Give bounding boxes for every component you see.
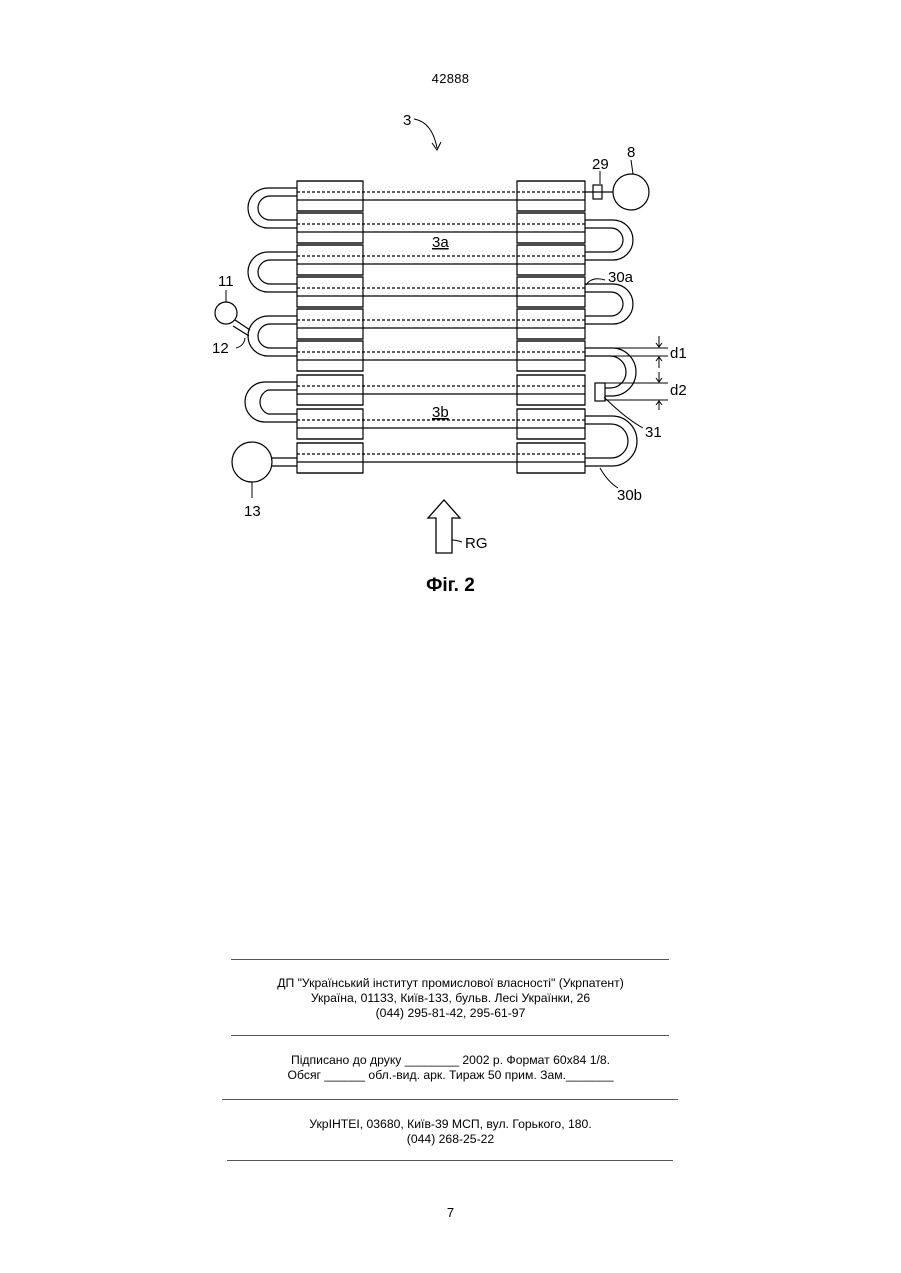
tube-left-7	[297, 375, 363, 405]
label-12: 12	[212, 340, 229, 357]
dim-d2	[605, 372, 668, 410]
leader-RG	[452, 540, 462, 542]
label-8: 8	[627, 144, 635, 161]
tube-right-1	[517, 181, 585, 211]
tube-left-5	[297, 309, 363, 339]
label-30a: 30a	[608, 269, 634, 286]
bend-left-3	[248, 316, 297, 356]
publisher-name: ДП "Український інститут промислової вла…	[0, 976, 901, 991]
print-signed-line: Підписано до друку ________ 2002 р. Форм…	[0, 1053, 901, 1068]
label-d2: d2	[670, 382, 687, 399]
separator-line	[231, 959, 669, 960]
tube-right-8	[517, 409, 585, 439]
bend-transition	[585, 348, 636, 396]
header-11	[215, 302, 237, 324]
bend-right-1	[585, 220, 633, 260]
header-8	[613, 174, 649, 210]
label-RG: RG	[465, 535, 488, 552]
separator-line	[222, 1099, 678, 1100]
leader-30b	[600, 468, 618, 488]
leader-3	[414, 119, 437, 148]
tube-right-7	[517, 375, 585, 405]
page-number: 7	[0, 1205, 901, 1220]
print-info-block: Підписано до друку ________ 2002 р. Форм…	[0, 1053, 901, 1083]
tube-right-3	[517, 245, 585, 275]
bend-right-3	[585, 416, 637, 466]
leader-12	[236, 338, 245, 348]
figure-caption: Фіг. 2	[0, 575, 901, 597]
tube-left-1	[297, 181, 363, 211]
bend-left-2	[248, 252, 297, 292]
label-3b: 3b	[432, 404, 449, 421]
tube-left-9	[297, 443, 363, 473]
tube-right-6	[517, 341, 585, 371]
leader-8	[631, 160, 633, 174]
bend-left-1	[248, 188, 297, 228]
printer-phone: (044) 268-25-22	[0, 1132, 901, 1147]
tube-right-5	[517, 309, 585, 339]
label-29: 29	[592, 156, 609, 173]
printer-address: УкрІНТЕІ, 03680, Київ-39 МСП, вул. Горьк…	[0, 1117, 901, 1132]
tube-left-2	[297, 213, 363, 243]
bend-left-4	[245, 382, 297, 422]
tube-right-9	[517, 443, 585, 473]
rg-arrow	[428, 500, 460, 553]
label-d1: d1	[670, 345, 687, 362]
heat-exchanger-figure: 3 8 29 3a 30a 11 12 d1 d2 3b 31 13 30b R…	[0, 0, 901, 560]
publisher-address: Україна, 01133, Київ-133, бульв. Лесі Ук…	[0, 991, 901, 1006]
publisher-block: ДП "Український інститут промислової вла…	[0, 976, 901, 1021]
header-13-pipe	[272, 458, 297, 466]
tube-rows	[297, 181, 585, 473]
label-3: 3	[403, 112, 411, 129]
label-3a: 3a	[432, 234, 449, 251]
label-31: 31	[645, 424, 662, 441]
tube-left-3	[297, 245, 363, 275]
printer-block: УкрІНТЕІ, 03680, Київ-39 МСП, вул. Горьк…	[0, 1117, 901, 1147]
header-13	[232, 442, 272, 482]
label-30b: 30b	[617, 487, 642, 504]
tube-right-2	[517, 213, 585, 243]
print-volume-line: Обсяг ______ обл.-вид. арк. Тираж 50 при…	[0, 1068, 901, 1083]
tube-right-4	[517, 277, 585, 307]
dim-d1	[585, 336, 668, 368]
tube-left-4	[297, 277, 363, 307]
label-13: 13	[244, 503, 261, 520]
tube-left-6	[297, 341, 363, 371]
publisher-phone: (044) 295-81-42, 295-61-97	[0, 1006, 901, 1021]
tube-left-8	[297, 409, 363, 439]
leader-31	[604, 397, 643, 428]
separator-line	[231, 1035, 669, 1036]
separator-31	[595, 383, 605, 401]
bend-right-2	[585, 284, 633, 324]
separator-line	[227, 1160, 673, 1161]
label-11: 11	[218, 273, 234, 290]
